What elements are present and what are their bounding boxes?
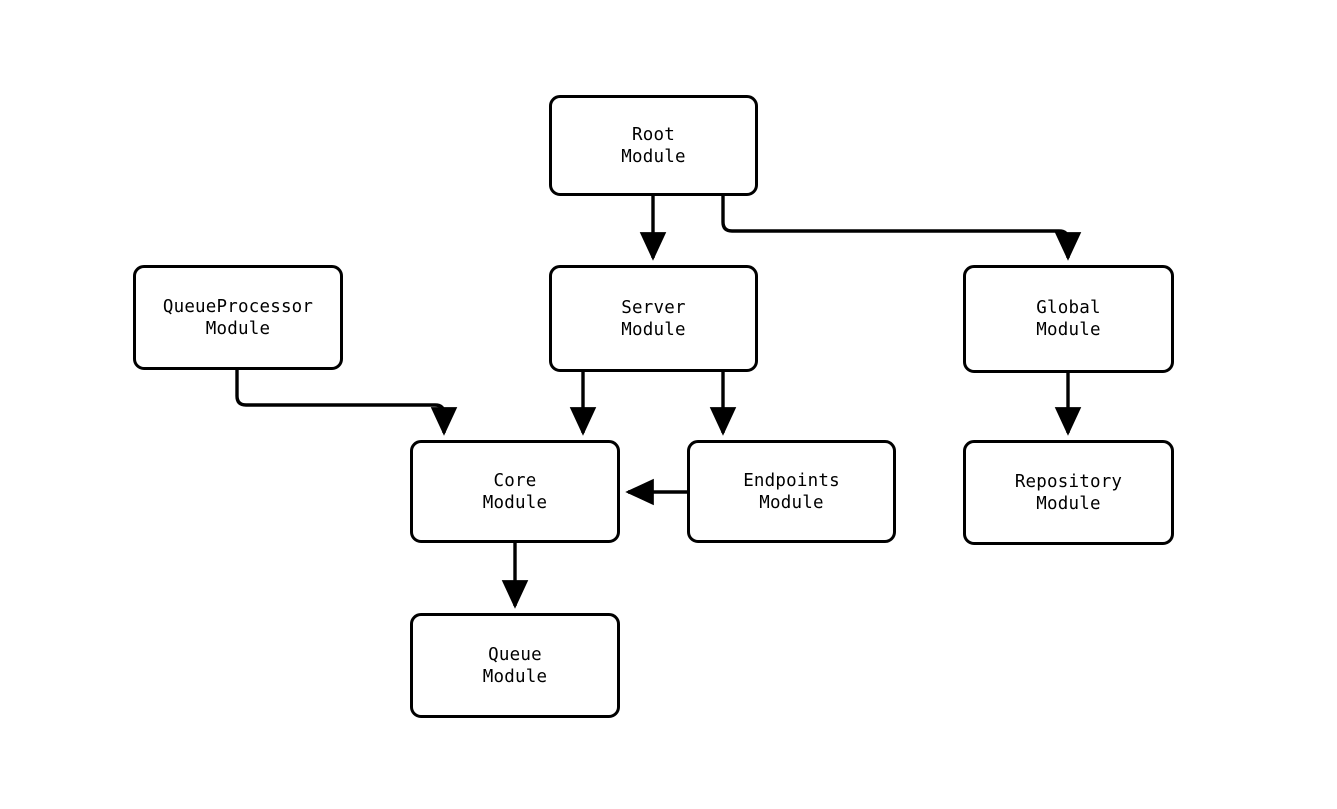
node-root-module[interactable]: Root Module <box>549 95 758 196</box>
node-global-module[interactable]: Global Module <box>963 265 1174 373</box>
node-core-module[interactable]: Core Module <box>410 440 620 543</box>
node-queue-module-label-line1: Queue <box>488 644 542 665</box>
node-core-module-label-line2: Module <box>482 492 548 513</box>
node-core-module-label-line1: Core <box>493 470 537 491</box>
node-server-module[interactable]: Server Module <box>549 265 758 372</box>
node-root-module-label-line2: Module <box>621 146 686 167</box>
node-repository-module-label-line2: Module <box>1036 493 1101 514</box>
node-repository-module-label-line1: Repository <box>1014 471 1123 492</box>
node-queue-module[interactable]: Queue Module <box>410 613 620 718</box>
node-queue-module-label-line2: Module <box>482 666 548 687</box>
node-server-module-label-line2: Module <box>621 319 686 340</box>
node-queueprocessor-module-label-line1: QueueProcessor <box>162 296 314 317</box>
node-global-module-label-line2: Module <box>1036 320 1101 340</box>
node-repository-module[interactable]: Repository Module <box>963 440 1174 545</box>
node-global-module-label-line1: Global <box>1036 298 1101 318</box>
node-queueprocessor-module[interactable]: QueueProcessor Module <box>133 265 343 370</box>
edge-root-to-global <box>721 196 1082 261</box>
node-endpoints-module-label-line1: Endpoints <box>743 470 840 491</box>
node-queueprocessor-module-label-line2: Module <box>205 318 271 339</box>
node-endpoints-module-label-line2: Module <box>759 492 824 513</box>
edge-queueprocessor-to-core <box>235 370 458 436</box>
node-root-module-label-line1: Root <box>632 124 675 145</box>
node-endpoints-module[interactable]: Endpoints Module <box>687 440 896 543</box>
node-server-module-label-line1: Server <box>621 297 686 318</box>
